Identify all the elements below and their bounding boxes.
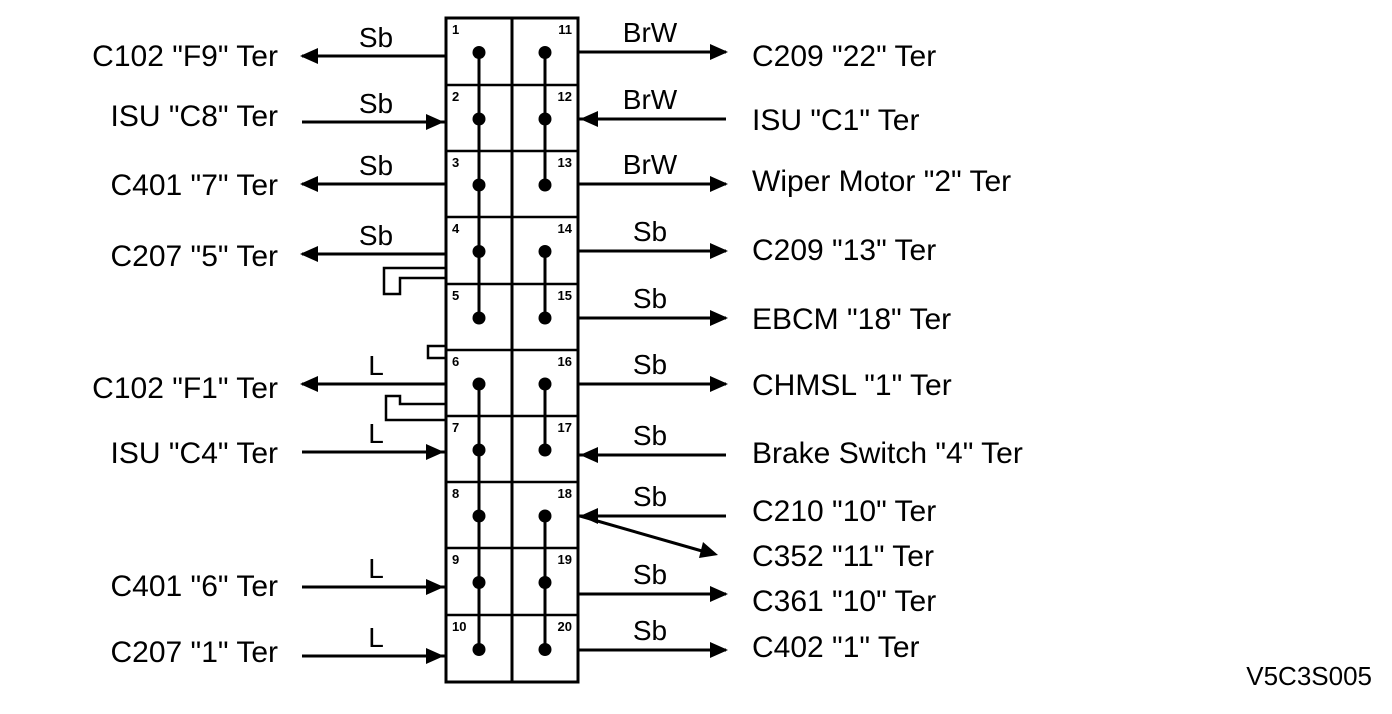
wire-color-label: Sb [359,220,393,251]
wire-color-label: Sb [359,22,393,53]
pin-dot [472,643,486,656]
pin-number: 14 [558,221,573,236]
pin-number: 17 [558,420,572,435]
wire-arrow-left [580,111,598,127]
pin-number: 10 [452,619,466,634]
terminal-label: C209 "13" Ter [752,234,936,267]
wire-arrow-right [426,648,444,664]
wire-color-label: BrW [623,84,678,115]
pin-number: 8 [452,486,459,501]
wire-color-label: L [368,553,384,584]
wire-arrow-right [710,243,728,259]
wire-color-label: Sb [633,559,667,590]
pin-number: 16 [558,354,572,369]
wire-arrow-left [300,48,318,64]
wire-color-label: L [368,418,384,449]
shield-bracket [426,344,446,360]
terminal-label: EBCM "18" Ter [752,303,951,336]
terminal-label: ISU "C1" Ter [752,104,919,137]
wire-arrow-right [426,579,444,595]
terminal-label: C361 "10" Ter [752,585,936,618]
wire-arrow-right [699,542,718,558]
pin-number: 13 [558,155,572,170]
terminal-label: Wiper Motor "2" Ter [752,165,1011,198]
pin-number: 4 [452,221,460,236]
terminal-label: C207 "5" Ter [110,240,278,273]
pin-number: 5 [452,288,459,303]
wire-arrow-right [710,44,728,60]
wire-arrow-left [300,176,318,192]
wire-arrow-right [710,376,728,392]
pin-number: 19 [558,552,572,567]
pin-number: 20 [558,619,572,634]
wire-color-label: BrW [623,149,678,180]
internal-connections [382,51,547,649]
terminal-label: C102 "F1" Ter [92,372,278,405]
shield-bracket [382,266,446,296]
pin-number: 6 [452,354,459,369]
wire-color-label: BrW [623,17,678,48]
terminal-label: C207 "1" Ter [110,636,278,669]
wire-arrow-right [710,310,728,326]
wire-branch-line [579,514,703,553]
wire-arrow-left [300,376,318,392]
terminal-label: C352 "11" Ter [752,540,934,573]
wire-arrow-left [300,246,318,262]
pin-number: 12 [558,89,572,104]
terminal-label: ISU "C4" Ter [111,437,278,470]
pin-number: 2 [452,89,459,104]
wire-color-label: Sb [633,481,667,512]
wire-color-label: Sb [633,349,667,380]
wire-color-label: Sb [633,216,667,247]
terminal-label: C102 "F9" Ter [92,40,278,73]
pin-dot [538,311,552,325]
pin-dot [538,443,552,457]
terminal-label: CHMSL "1" Ter [752,369,952,402]
wire-arrow-right [710,586,728,602]
terminal-label: Brake Switch "4" Ter [752,437,1023,470]
terminal-label: C210 "10" Ter [752,495,936,528]
terminal-label: C401 "7" Ter [110,169,278,202]
wire-arrow-left [580,447,598,463]
wire-color-label: Sb [359,88,393,119]
wire-color-label: L [368,622,384,653]
wire-color-label: Sb [359,150,393,181]
diagram-code: V5C3S005 [1246,661,1372,691]
terminal-label: ISU "C8" Ter [111,100,278,133]
pin-dot [538,643,552,656]
pin-number: 3 [452,155,459,170]
wire-color-label: L [368,350,384,381]
terminal-label: C402 "1" Ter [752,631,920,664]
wire-arrow-right [710,642,728,658]
terminal-label: C401 "6" Ter [110,570,278,603]
wire-color-label: Sb [633,283,667,314]
pin-dot [538,178,552,192]
wire-color-label: Sb [633,420,667,451]
terminal-label: C209 "22" Ter [752,40,936,73]
wire-color-label: Sb [633,615,667,646]
pin-number: 7 [452,420,459,435]
pin-dot [472,311,486,325]
pin-number: 18 [558,486,572,501]
wire-arrow-right [426,114,444,130]
wire-arrow-right [426,444,444,460]
pin-number: 1 [452,22,459,37]
pin-number: 15 [558,288,572,303]
shield-bracket [384,394,446,422]
wire-arrow-right [710,176,728,192]
pin-number: 11 [558,22,572,37]
pin-number: 9 [452,552,459,567]
